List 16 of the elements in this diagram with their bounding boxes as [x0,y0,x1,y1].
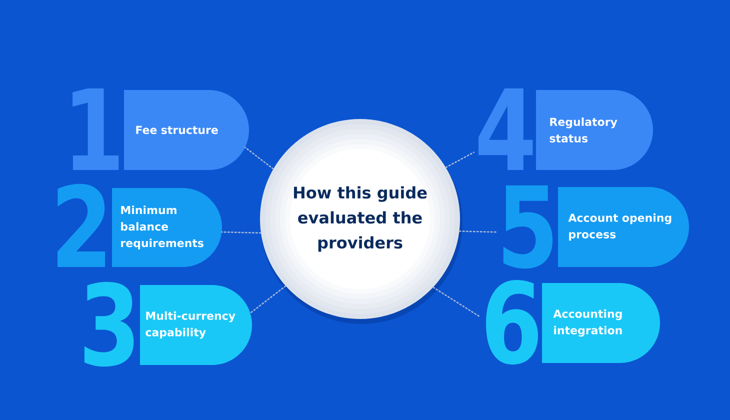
dotted-connector [244,146,274,170]
dotted-connector [445,152,474,168]
step-number: 5 [503,185,553,269]
step-number: 3 [84,282,134,367]
step-pill: Fee structure [124,90,249,170]
step-pill: Accounting integration [542,283,660,363]
step-pill: Multi-currency capability [140,285,252,365]
step-pill: Minimum balance requirements [112,188,222,267]
dotted-connector [458,230,496,233]
dotted-connector [250,285,286,314]
step-pill: Regulatory status [536,90,653,170]
step-pill: Account opening process [558,187,689,267]
step-number: 6 [486,280,538,365]
dotted-connector [432,286,480,318]
step-number: 2 [58,184,106,267]
dotted-connector [221,231,262,234]
